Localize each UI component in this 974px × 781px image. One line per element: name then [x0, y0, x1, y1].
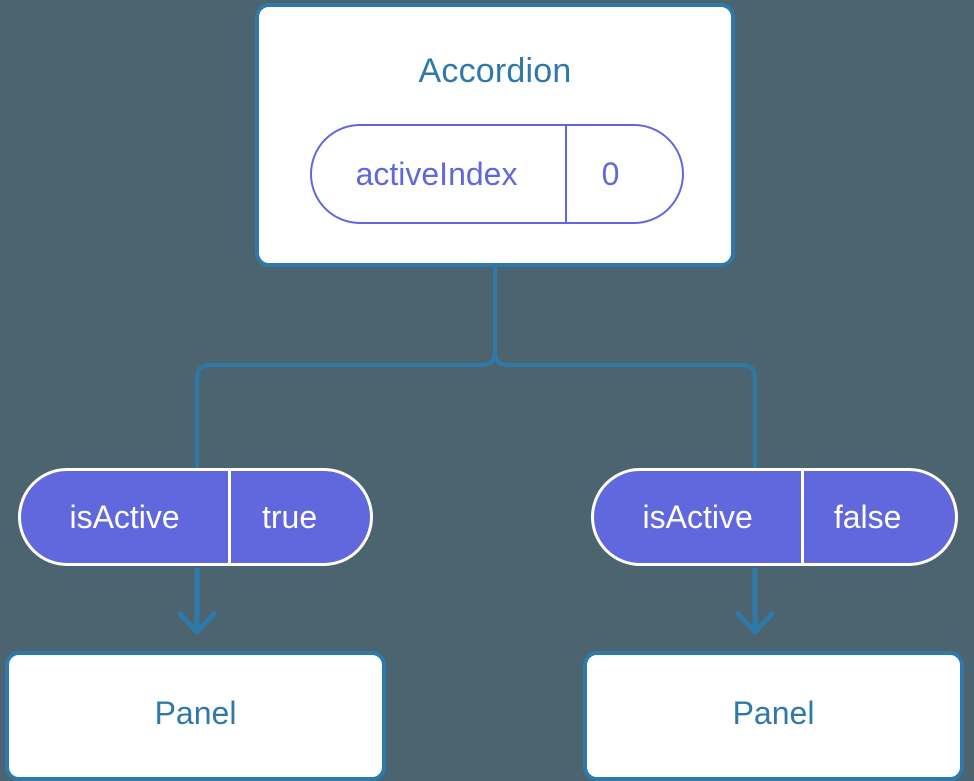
accordion-node-title: Accordion [418, 52, 572, 90]
arrow-right-pill-to-panel [735, 568, 775, 635]
accordion-state-key: activeIndex [312, 126, 568, 222]
left-prop-value: true [262, 498, 318, 535]
accordion-node[interactable]: Accordion activeIndex 0 [255, 3, 735, 267]
left-prop-key: isActive [21, 471, 232, 563]
connector-left-branch [195, 351, 497, 468]
arrow-left-pill-to-panel [177, 568, 217, 635]
right-panel-node[interactable]: Panel [583, 651, 964, 781]
left-panel-label: Panel [154, 695, 237, 731]
right-prop-value: false [833, 498, 902, 535]
left-panel-node[interactable]: Panel [5, 651, 386, 781]
right-panel-label: Panel [732, 695, 815, 731]
accordion-state-value: 0 [601, 155, 620, 192]
right-prop-key: isActive [594, 471, 805, 563]
connector-right-branch [493, 351, 757, 468]
accordion-state-pill[interactable]: activeIndex 0 [310, 124, 684, 224]
right-prop-pill[interactable]: isActive false [591, 468, 958, 566]
left-prop-pill[interactable]: isActive true [18, 468, 373, 566]
